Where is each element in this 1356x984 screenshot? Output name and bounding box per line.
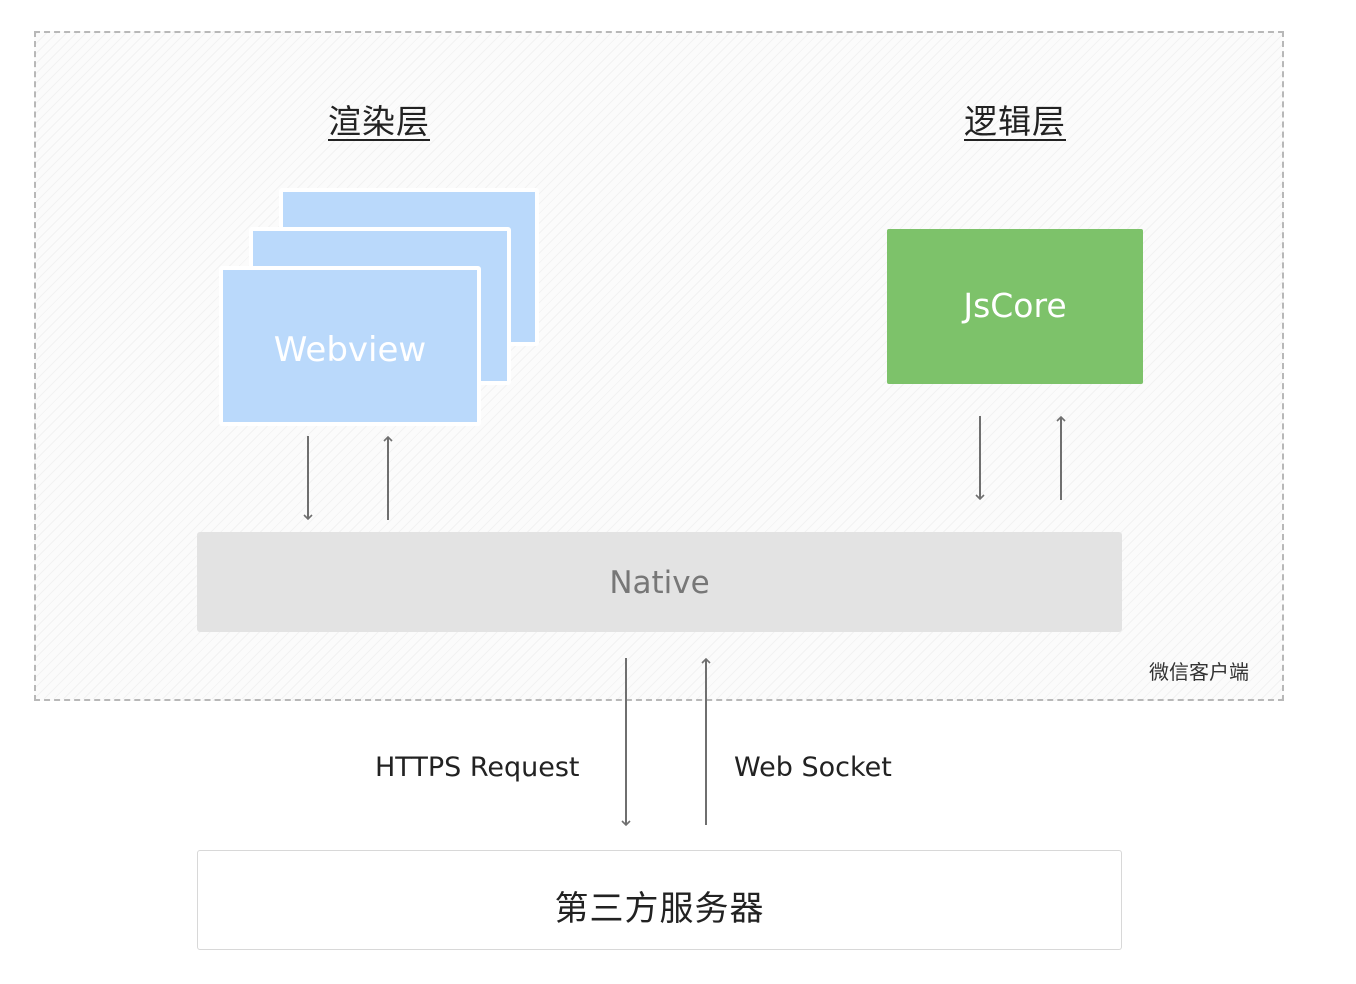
render-layer-title: 渲染层 xyxy=(328,102,430,141)
https-request-label: HTTPS Request xyxy=(375,752,580,783)
third-party-server-label: 第三方服务器 xyxy=(554,889,765,929)
jscore-box: JsCore xyxy=(887,229,1143,384)
native-bar: Native xyxy=(197,532,1122,632)
webview-label: Webview xyxy=(273,330,427,370)
wechat-client-label: 微信客户端 xyxy=(1149,660,1249,684)
third-party-server-box: 第三方服务器 xyxy=(197,850,1122,950)
jscore-label: JsCore xyxy=(963,286,1067,325)
native-label: Native xyxy=(609,565,710,601)
web-socket-label: Web Socket xyxy=(734,752,892,783)
logic-layer-title: 逻辑层 xyxy=(964,102,1066,141)
webview-card-front: Webview xyxy=(219,266,481,426)
